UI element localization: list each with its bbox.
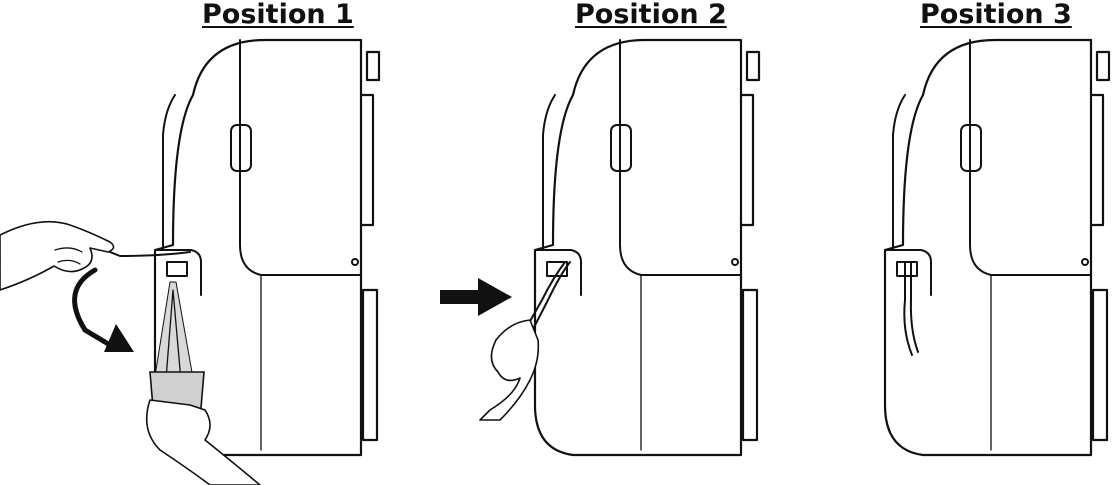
hand-pushing-hose — [479, 319, 540, 421]
position-1-heading: Position 1 — [202, 0, 354, 30]
push-arrowhead — [478, 278, 512, 316]
dehumidifier-unit-3 — [883, 38, 1111, 457]
rotate-arrow — [72, 267, 113, 348]
finger-lines — [54, 247, 83, 265]
position-3-heading: Position 3 — [920, 0, 1072, 30]
drain-hose-3 — [903, 261, 913, 356]
drain-hose-2 — [529, 261, 571, 336]
push-arrow-shaft — [440, 290, 480, 304]
drain-hose-1 — [94, 245, 191, 257]
hand-holding-hose — [0, 220, 115, 291]
position-2-heading: Position 2 — [575, 0, 727, 30]
rotate-arrowhead — [104, 324, 134, 352]
dehumidifier-unit-2 — [533, 38, 761, 457]
drain-hose-3-edge — [909, 261, 919, 353]
drain-hose-2-edge — [524, 261, 566, 331]
